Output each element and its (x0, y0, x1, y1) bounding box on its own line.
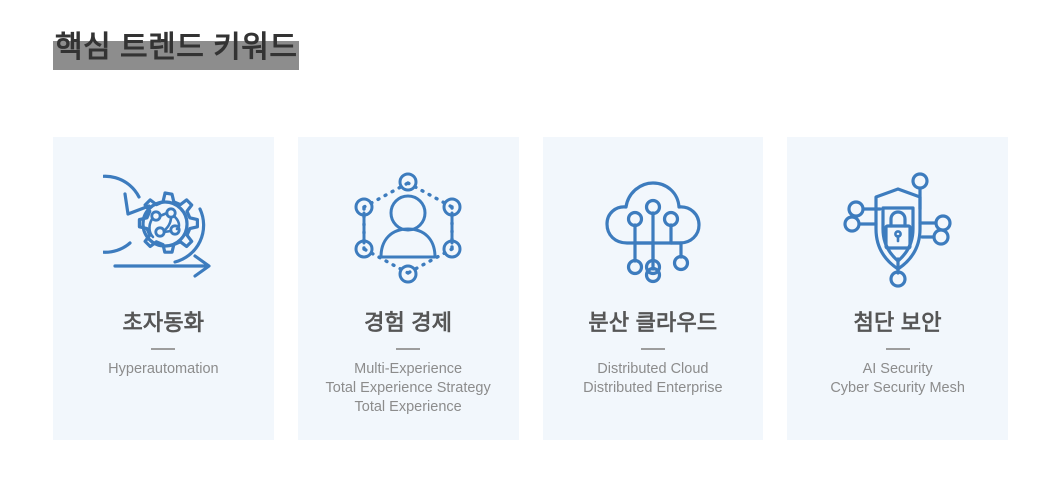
shield-lock-mesh-icon (833, 165, 963, 291)
card-divider (885, 348, 910, 350)
card-title: 분산 클라우드 (588, 310, 718, 335)
card-title: 첨단 보안 (853, 310, 942, 335)
card-subtitle: Hyperautomation (108, 361, 219, 377)
card-title: 초자동화 (122, 310, 205, 335)
card-title: 경험 경제 (364, 310, 453, 335)
gear-circuit-automation-icon (98, 165, 228, 291)
page-title: 핵심 트렌드 키워드 (52, 28, 300, 70)
keyword-card-distributed-cloud[interactable]: 분산 클라우드 Distributed Cloud Distributed En… (542, 137, 764, 440)
card-divider (640, 348, 665, 350)
card-divider (396, 348, 421, 350)
keyword-card-experience-economy[interactable]: 경험 경제 Multi-Experience Total Experience … (297, 137, 519, 440)
page-title-text: 핵심 트렌드 키워드 (52, 28, 300, 70)
cloud-nodes-icon (588, 165, 718, 291)
card-subtitle: Multi-Experience Total Experience Strate… (325, 361, 491, 415)
keyword-card-list: 초자동화 Hyperautomation (53, 137, 1008, 440)
keyword-card-advanced-security[interactable]: 첨단 보안 AI Security Cyber Security Mesh (787, 137, 1008, 440)
card-subtitle: Distributed Cloud Distributed Enterprise (583, 361, 723, 396)
card-divider (151, 348, 176, 350)
card-subtitle: AI Security Cyber Security Mesh (830, 361, 965, 396)
person-hexagon-network-icon (343, 165, 473, 291)
keyword-card-hyperautomation[interactable]: 초자동화 Hyperautomation (53, 137, 274, 440)
